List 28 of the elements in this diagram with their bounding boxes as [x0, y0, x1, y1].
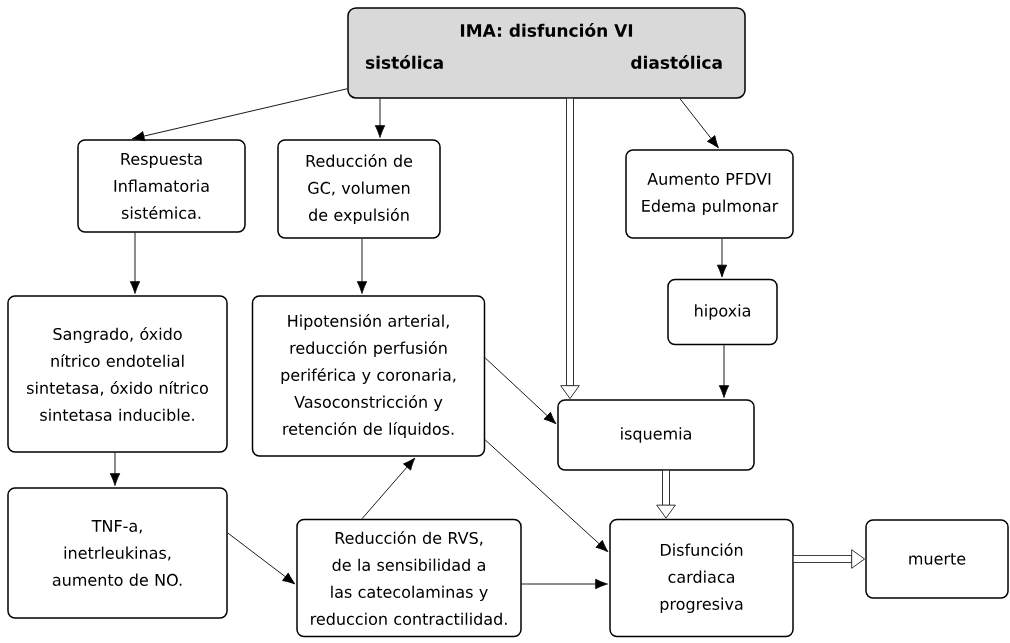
block-arrow [560, 98, 580, 399]
process-box: Disfunción cardiaca progresiva [609, 518, 794, 638]
arrow [131, 88, 348, 142]
process-box: hipoxia [667, 278, 778, 346]
arrow [716, 238, 728, 278]
process-box: Reducción de GC, volumen de expulsión [277, 139, 441, 239]
process-box: TNF-a, inetrleukinas, aumento de NO. [7, 487, 228, 619]
title-box: IMA: disfunción VI sistólica diastólica [347, 7, 746, 99]
arrow [356, 238, 368, 294]
process-box: Hipotensión arterial, reducción perfusión periférica y coronaria, Vasoconstricción y retención de líquidos. [251, 295, 486, 457]
arrow [129, 232, 141, 294]
process-box: Reducción de RVS, de la sensibilidad a las catecolaminas y reduccion contractilidad. [296, 518, 522, 638]
arrow [227, 532, 296, 585]
arrow [361, 457, 416, 520]
block-arrow [793, 549, 865, 569]
process-box: isquemia [557, 399, 755, 471]
arrow [679, 98, 719, 149]
process-box: Respuesta Inflamatoria sistémica. [77, 139, 246, 233]
arrow [374, 98, 386, 138]
process-box: muerte [865, 519, 1009, 599]
arrow [718, 344, 730, 398]
process-box: Sangrado, óxido nítrico endotelial sintetasa, óxido nítrico sintetasa inducible. [7, 295, 228, 453]
process-box: Aumento PFDVI Edema pulmonar [625, 149, 794, 239]
arrow [484, 439, 609, 553]
block-arrow [656, 470, 676, 519]
arrow [484, 357, 557, 425]
arrow [109, 452, 121, 486]
arrow [521, 578, 608, 590]
